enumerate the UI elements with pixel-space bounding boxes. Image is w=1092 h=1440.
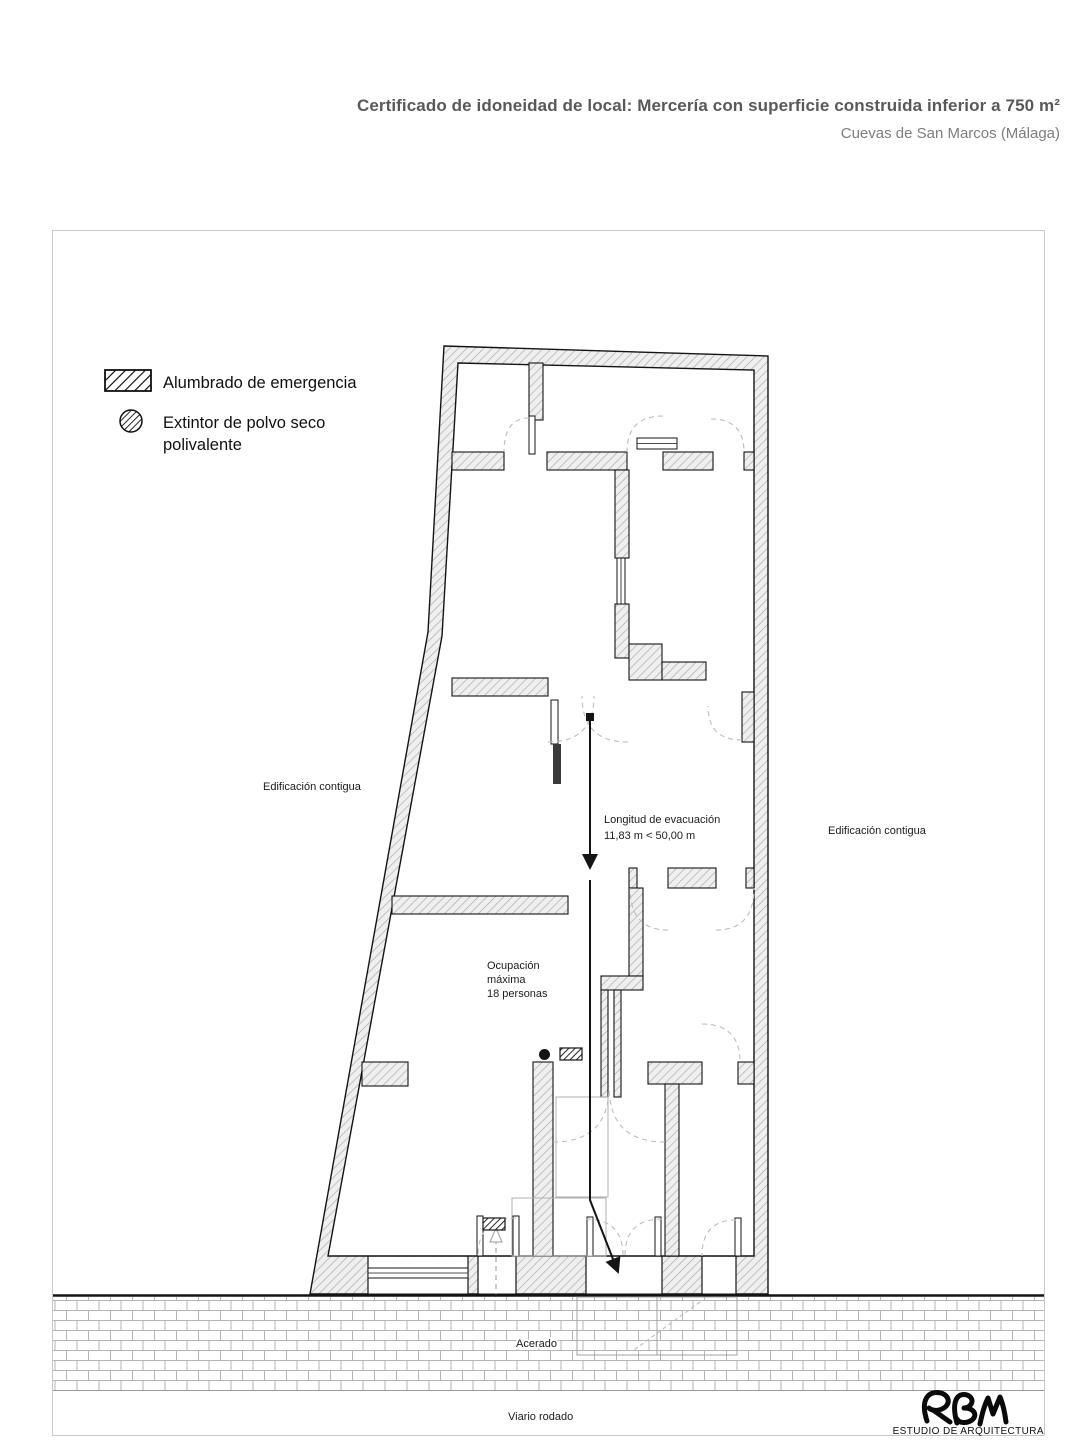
wall-segment: [614, 603, 630, 659]
door-opening-left: [478, 1257, 516, 1294]
door-swing-arc: [701, 1023, 741, 1063]
door-swing-arc: [503, 417, 530, 453]
wall-segment: [600, 989, 609, 1098]
door-swing-arc: [608, 1085, 666, 1143]
wall-segment: [741, 691, 755, 743]
legend-label-extinguisher-2: polivalente: [163, 436, 242, 454]
legend: Alumbrado de emergencia Extintor de polv…: [104, 369, 357, 454]
door-leaf-dark: [553, 744, 561, 784]
wall-segment: [451, 677, 549, 697]
wall-segment: [743, 451, 755, 471]
title-block: Certificado de idoneidad de local: Merce…: [357, 96, 1060, 142]
wall-segment: [391, 895, 569, 915]
extinguisher-icon: [539, 1049, 550, 1060]
evacuation-line: [589, 880, 621, 1274]
occupancy-label-1: Ocupación: [487, 960, 540, 972]
interior-walls: [361, 362, 755, 1257]
wall-segment: [361, 1061, 409, 1087]
door-swing-arc: [715, 887, 755, 931]
door-swing-arc: [701, 1219, 737, 1257]
sheet-frame: [52, 230, 1045, 1436]
emergency-light-legend-icon: [104, 369, 152, 392]
door-swing-arc: [585, 1218, 624, 1257]
door-swing-arc: [710, 418, 745, 453]
entry-opening: [586, 1257, 662, 1294]
adjacent-building-label-left: Edificación contigua: [263, 781, 362, 793]
wall-segment: [528, 362, 544, 421]
door-opening-right: [702, 1257, 736, 1294]
storefront-openings: [367, 1256, 737, 1294]
wall-segment: [628, 887, 644, 977]
wall-segment: [628, 867, 638, 889]
carpentry-details: [476, 415, 742, 1257]
door-swing-arc: [707, 705, 743, 741]
occupancy-label-2: máxima: [487, 974, 526, 986]
wall-segment: [451, 451, 505, 471]
sidewalk-band: Acerado: [53, 1294, 1044, 1391]
evacuation-length-value: 11,83 m < 50,00 m: [604, 830, 695, 842]
legend-label-emergency-light: Alumbrado de emergencia: [163, 374, 357, 392]
plan-symbols: [482, 1047, 583, 1231]
emergency-light-icon: [482, 1217, 506, 1231]
wall-segment: [647, 1061, 703, 1085]
door-leaf: [476, 1215, 484, 1257]
door-swing-arcs: [477, 415, 755, 1257]
page-title: Certificado de idoneidad de local: Merce…: [356, 96, 1060, 115]
emergency-light-icon: [559, 1047, 583, 1061]
door-leaf: [734, 1217, 742, 1257]
vestibule-outline: [555, 1096, 609, 1198]
wall-segment: [532, 1061, 554, 1257]
wall-segment: [600, 975, 644, 991]
wall-segment: [662, 451, 714, 471]
door-frame: [550, 699, 559, 745]
rbm-logo: ESTUDIO DE ARQUITECTURA: [893, 1389, 1044, 1437]
door-leaf: [512, 1215, 520, 1257]
wall-segment: [613, 989, 622, 1098]
door-leaf: [654, 1216, 662, 1257]
door-swing-arc: [552, 1085, 610, 1143]
wall-segment: [737, 1061, 755, 1085]
extinguisher-legend-icon: [119, 409, 143, 433]
door-swing-arc: [581, 695, 629, 743]
lobby-outline: [511, 1197, 607, 1257]
wall-segment: [664, 1083, 680, 1257]
studio-name: ESTUDIO DE ARQUITECTURA: [893, 1426, 1044, 1437]
sidewalk-paving: [53, 1297, 1044, 1390]
door-swing-arc: [629, 887, 669, 931]
wall-segment: [614, 469, 630, 559]
sidewalk-label: Acerado: [516, 1338, 557, 1350]
secondary-exit-arrowhead: [489, 1226, 503, 1243]
wall-segment: [546, 451, 628, 471]
wall-segment: [667, 867, 717, 889]
wall-segment: [661, 661, 707, 681]
door-swing-arc: [624, 1218, 663, 1257]
page-subtitle: Cuevas de San Marcos (Málaga): [840, 125, 1060, 142]
occupancy-label-3: 18 personas: [487, 988, 548, 1000]
door-swing-arc: [547, 695, 595, 743]
legend-label-extinguisher-1: Extintor de polvo seco: [163, 414, 325, 432]
door-leaf: [586, 1216, 594, 1257]
rbm-logo-initials: [921, 1389, 1009, 1427]
door-leaf: [528, 415, 536, 455]
road-label: Viario rodado: [508, 1411, 573, 1423]
door-swing-arc: [626, 415, 664, 453]
wall-segment: [745, 867, 755, 889]
floor-plan: Edificación contigua Edificación contigu…: [263, 345, 927, 1352]
evacuation-length-label: Longitud de evacuación: [604, 814, 720, 826]
adjacent-building-label-right: Edificación contigua: [828, 825, 927, 837]
wall-segment: [628, 643, 663, 681]
route-start-node: [586, 713, 594, 721]
